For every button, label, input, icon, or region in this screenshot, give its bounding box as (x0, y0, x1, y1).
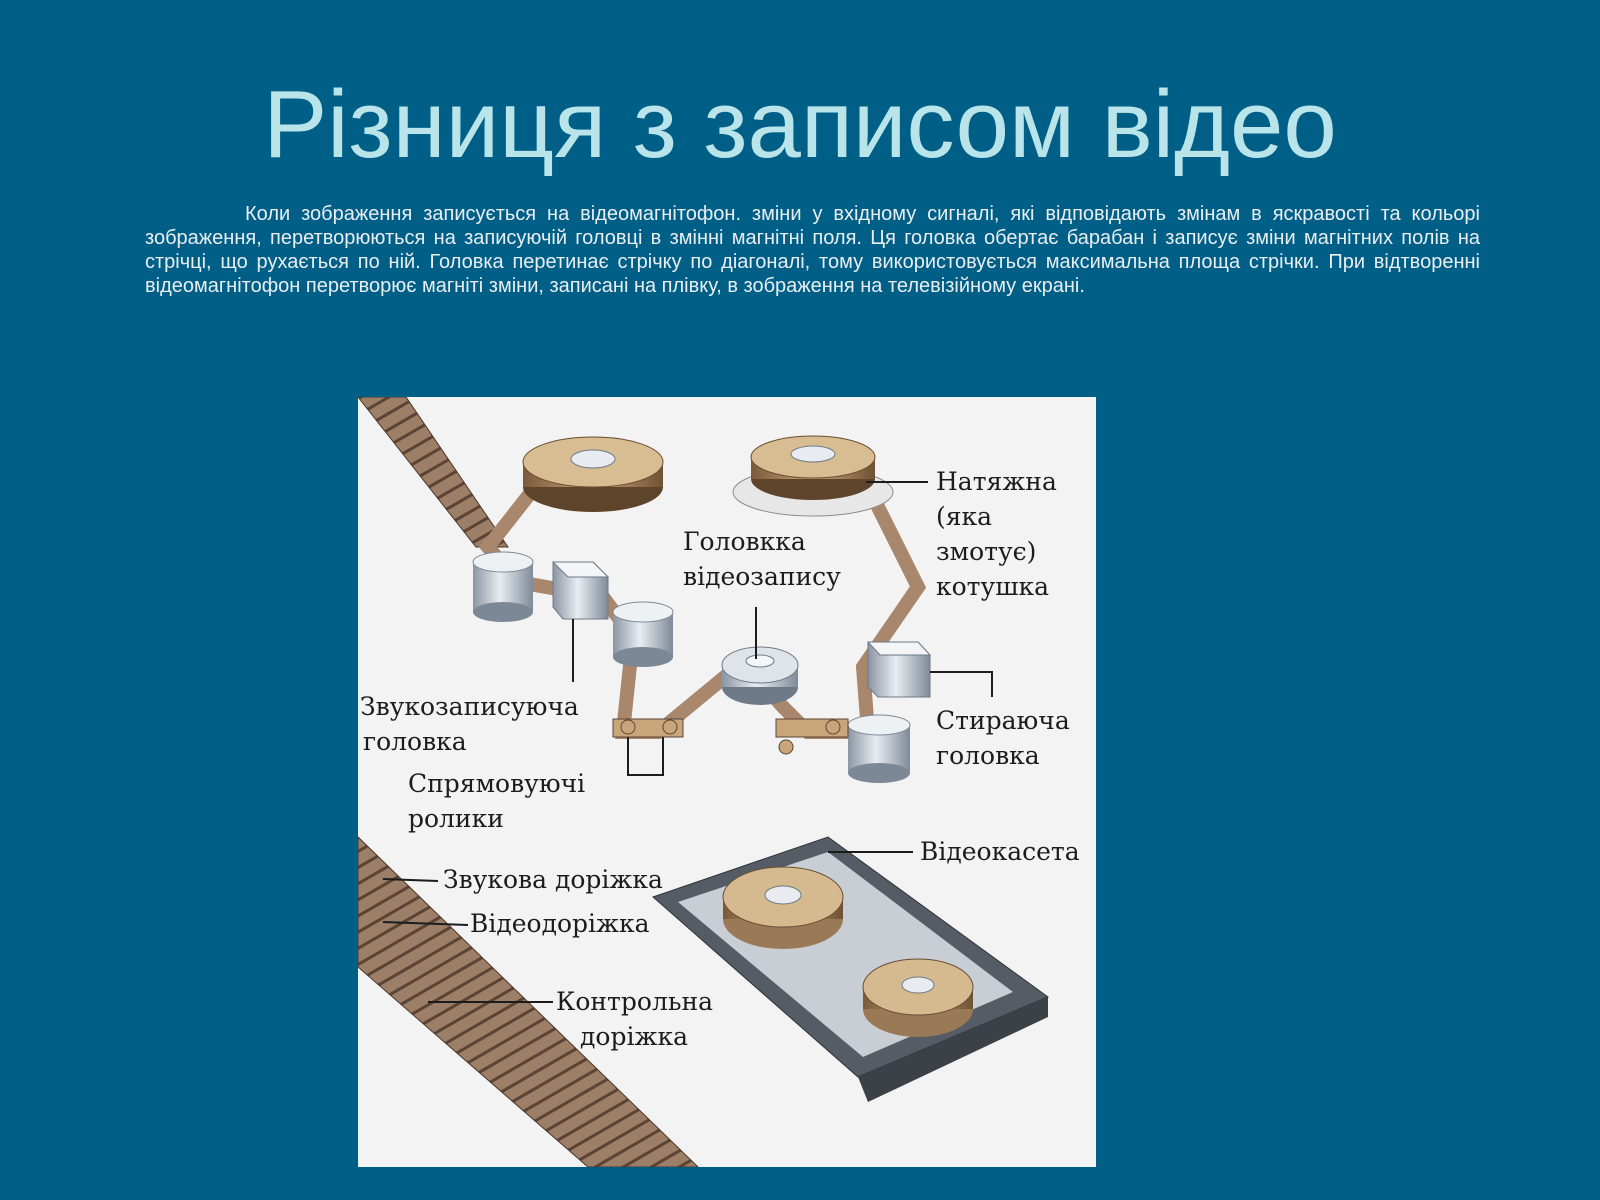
guide-rollers (612, 718, 849, 755)
label-takeup-4: котушка (936, 572, 1049, 601)
video-head-drum (721, 646, 799, 705)
audio-head-block (551, 561, 610, 620)
supply-reel (522, 436, 664, 512)
cassette (652, 836, 1050, 1102)
label-erase-head-1: Стираюча (936, 706, 1070, 735)
erase-head-block (866, 641, 932, 698)
guide-cylinder-right (612, 601, 674, 667)
label-guide-1: Спрямовуючі (408, 769, 585, 798)
label-takeup-3: змотує) (936, 537, 1036, 566)
label-cassette: Відеокасета (920, 837, 1080, 866)
label-video-head-2: відеозапису (683, 562, 841, 591)
label-guide-2: ролики (408, 804, 504, 833)
label-takeup-2: (яка (936, 502, 992, 531)
vcr-diagram-svg: Натяжна (яка змотує) котушка Головкка ві… (358, 397, 1080, 1167)
takeup-reel (732, 435, 894, 517)
label-control-2: доріжка (580, 1022, 688, 1051)
slide-paragraph: Коли зображення записується на відеомагн… (145, 203, 1480, 297)
tape-strip-top (358, 397, 509, 548)
vcr-diagram: Натяжна (яка змотує) котушка Головкка ві… (358, 397, 1096, 1167)
guide-cylinder-left (472, 551, 534, 622)
label-video-track: Відеодоріжка (470, 909, 650, 938)
label-audio-track: Звукова доріжка (443, 865, 663, 894)
label-takeup-1: Натяжна (936, 467, 1057, 496)
label-video-head-1: Головкка (683, 527, 806, 556)
label-control-1: Контрольна (556, 987, 713, 1016)
leader-lines (382, 481, 993, 1003)
slide-title: Різниця з записом відео (263, 71, 1337, 178)
label-audio-head-2: головка (363, 727, 467, 756)
label-audio-head-1: Звукозаписуюча (360, 692, 579, 721)
label-erase-head-2: головка (936, 741, 1040, 770)
erase-cylinder (847, 714, 911, 783)
